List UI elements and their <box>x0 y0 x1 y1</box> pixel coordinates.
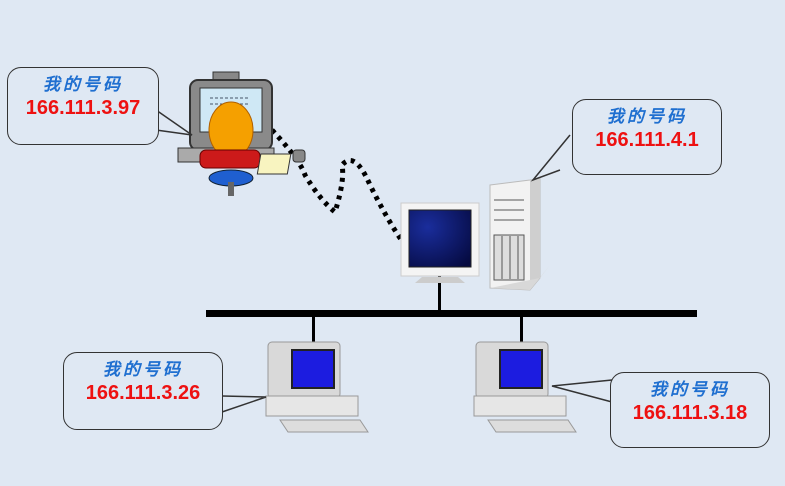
bubble-user-pc: 我的号码 166.111.3.97 <box>7 67 159 145</box>
bubble-label: 我的号码 <box>650 380 730 400</box>
bubble-ip: 166.111.3.26 <box>85 382 201 404</box>
bubble-label: 我的号码 <box>43 75 123 95</box>
bubble-server: 我的号码 166.111.4.1 <box>572 99 722 175</box>
bubble-tail-server <box>530 134 571 182</box>
bubble-ip: 166.111.4.1 <box>595 129 699 151</box>
dialup-cable <box>270 128 408 247</box>
bubble-ip: 166.111.3.97 <box>25 97 141 119</box>
bubble-pc-left: 我的号码 166.111.3.26 <box>63 352 223 430</box>
user-computer-icon <box>177 71 306 196</box>
bubble-tail-left <box>221 395 267 413</box>
server-tower-icon <box>489 177 550 291</box>
bubble-ip: 166.111.3.18 <box>632 402 748 424</box>
network-bus <box>206 310 697 317</box>
server-monitor-icon <box>400 202 480 283</box>
pc-left-icon <box>265 341 369 433</box>
bus-drop-server <box>438 276 441 312</box>
bus-drop-left <box>312 316 315 342</box>
bubble-pc-right: 我的号码 166.111.3.18 <box>610 372 770 448</box>
bubble-label: 我的号码 <box>103 360 183 380</box>
bubble-tail-user <box>155 109 193 136</box>
bubble-label: 我的号码 <box>607 107 687 127</box>
pc-right-icon <box>473 341 577 433</box>
bubble-tail-right <box>551 379 613 403</box>
bus-drop-right <box>520 316 523 342</box>
